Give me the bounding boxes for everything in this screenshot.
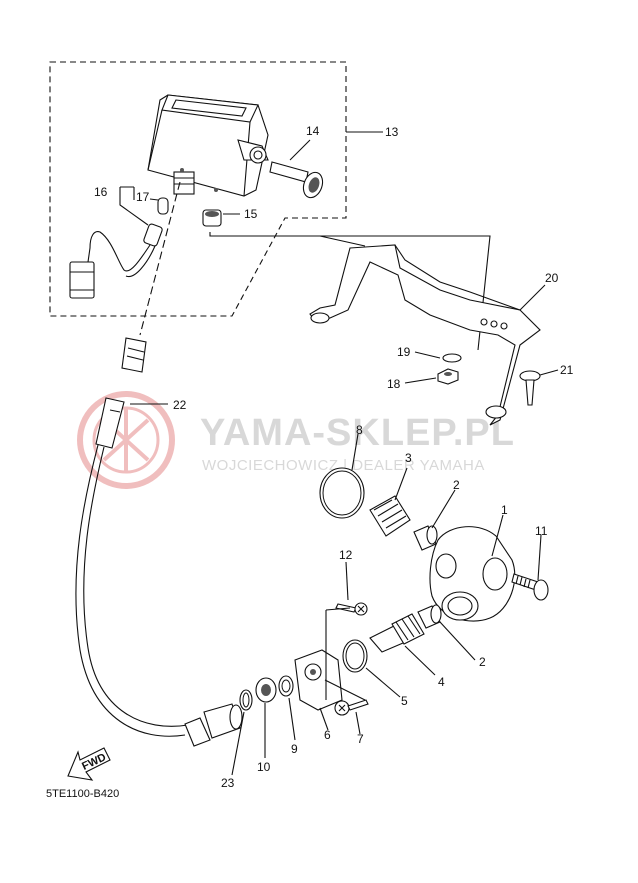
callout-11: 11: [535, 524, 548, 538]
callout-22: 22: [173, 398, 187, 412]
gear-unit-parts: [231, 433, 549, 776]
callout-2: 2: [453, 478, 460, 492]
callout-3: 3: [405, 451, 412, 465]
callout-6: 6: [324, 728, 331, 742]
watermark-tagline: WOJCIECHOWICZ | DEALER YAMAHA: [202, 457, 485, 474]
meter-assembly-box: [49, 61, 383, 317]
callout-21: 21: [560, 363, 574, 377]
callout-10: 10: [257, 760, 271, 774]
callout-4: 4: [438, 675, 445, 689]
washer-and-nut: [404, 351, 462, 385]
callout-8: 8: [356, 423, 363, 437]
callout-15: 15: [244, 207, 258, 221]
callout-14: 14: [306, 124, 320, 138]
meter-cable: [75, 181, 243, 747]
diagram-code: 5TE1100-B420: [46, 788, 119, 800]
callout-2: 2: [479, 655, 486, 669]
speedometer-unit: [147, 94, 269, 197]
callout-numbers: 1 2 2 3 4 5 6 7 8 9 10 11 12 13 14 15 16…: [94, 124, 574, 790]
callout-9: 9: [291, 742, 298, 756]
callout-1: 1: [501, 503, 508, 517]
callout-12: 12: [339, 548, 353, 562]
callout-16: 16: [94, 185, 108, 199]
bulb-and-harness: [69, 186, 169, 299]
fwd-arrow-icon: FWD: [67, 747, 111, 781]
watermark: YAMA-SKLEP.PL WOJCIECHOWICZ | DEALER YAM…: [77, 391, 515, 489]
fwd-label: FWD: [80, 751, 108, 772]
callout-7: 7: [357, 732, 364, 746]
callout-18: 18: [387, 377, 401, 391]
reset-knob: [269, 139, 324, 199]
callout-5: 5: [401, 694, 408, 708]
callout-19: 19: [397, 345, 411, 359]
callout-17: 17: [136, 190, 150, 204]
callout-20: 20: [545, 271, 559, 285]
meter-bracket: [209, 232, 546, 426]
watermark-logo-icon: [77, 391, 175, 489]
callout-23: 23: [221, 776, 235, 790]
callout-13: 13: [385, 125, 399, 139]
grommet: [202, 209, 240, 227]
watermark-brand: YAMA-SKLEP.PL: [200, 412, 515, 454]
push-rivet: [519, 369, 559, 406]
